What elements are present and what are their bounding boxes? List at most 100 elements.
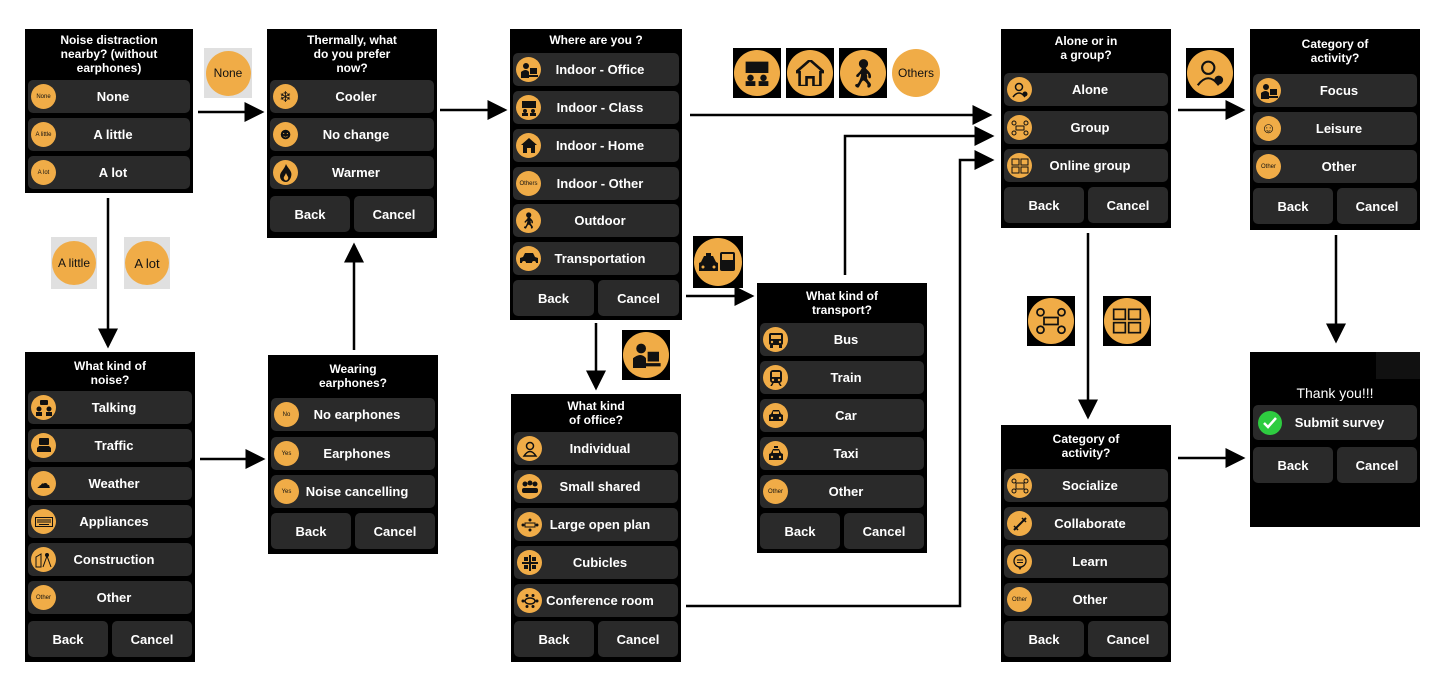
option-label: A lot bbox=[98, 165, 128, 180]
back-button[interactable]: Back bbox=[1253, 447, 1333, 483]
option-indoor-office[interactable]: Indoor - Office bbox=[513, 53, 679, 86]
weather-icon: ☁ bbox=[31, 471, 56, 496]
option-label: Outdoor bbox=[574, 213, 626, 228]
cancel-button[interactable]: Cancel bbox=[1337, 188, 1417, 224]
option-label: No earphones bbox=[313, 407, 401, 422]
option-online-group[interactable]: Online group bbox=[1004, 149, 1168, 182]
option-label: Leisure bbox=[1315, 121, 1363, 136]
option-label: Focus bbox=[1319, 83, 1359, 98]
option-label: Talking bbox=[91, 400, 137, 415]
submit-survey-button[interactable]: Submit survey bbox=[1253, 405, 1417, 440]
option-train[interactable]: Train bbox=[760, 361, 924, 394]
walking-icon: 🚶︎ bbox=[840, 50, 886, 96]
option-label: Indoor - Home bbox=[555, 138, 645, 153]
corner-patch bbox=[1376, 352, 1420, 379]
screen-where-are-you: Where are you ? Indoor - Office Indoor -… bbox=[510, 29, 682, 320]
online-group-icon bbox=[1104, 298, 1150, 344]
back-button[interactable]: Back bbox=[1004, 187, 1084, 223]
option-indoor-other[interactable]: Others Indoor - Other bbox=[513, 167, 679, 200]
option-taxi[interactable]: Taxi bbox=[760, 437, 924, 470]
back-button[interactable]: Back bbox=[28, 621, 108, 657]
option-bus[interactable]: Bus bbox=[760, 323, 924, 356]
option-label: Train bbox=[830, 370, 862, 385]
cancel-button[interactable]: Cancel bbox=[354, 196, 434, 232]
option-noise-cancelling[interactable]: Yes Noise cancelling bbox=[271, 475, 435, 508]
cancel-button[interactable]: Cancel bbox=[1088, 621, 1168, 657]
option-transportation[interactable]: Transportation bbox=[513, 242, 679, 275]
option-traffic[interactable]: Traffic bbox=[28, 429, 192, 462]
option-construction[interactable]: Construction bbox=[28, 543, 192, 576]
option-cooler[interactable]: ❄ Cooler bbox=[270, 80, 434, 113]
cancel-button[interactable]: Cancel bbox=[598, 280, 679, 316]
option-learn[interactable]: Learn bbox=[1004, 545, 1168, 578]
back-button[interactable]: Back bbox=[270, 196, 350, 232]
check-icon bbox=[1258, 410, 1282, 435]
option-leisure[interactable]: ☺ Leisure bbox=[1253, 112, 1417, 145]
option-car[interactable]: Car bbox=[760, 399, 924, 432]
cancel-button[interactable]: Cancel bbox=[112, 621, 192, 657]
option-indoor-home[interactable]: Indoor - Home bbox=[513, 129, 679, 162]
cancel-button[interactable]: Cancel bbox=[1088, 187, 1168, 223]
back-button[interactable]: Back bbox=[514, 621, 594, 657]
badge-office bbox=[622, 330, 670, 380]
option-label: Learn bbox=[1072, 554, 1108, 569]
option-label: Traffic bbox=[94, 438, 134, 453]
option-individual[interactable]: Individual bbox=[514, 432, 678, 465]
option-label: Bus bbox=[833, 332, 859, 347]
option-socialize[interactable]: Socialize bbox=[1004, 469, 1168, 502]
option-outdoor[interactable]: 🚶︎ Outdoor bbox=[513, 204, 679, 237]
car-icon bbox=[763, 403, 788, 428]
option-focus[interactable]: Focus bbox=[1253, 74, 1417, 107]
cancel-button[interactable]: Cancel bbox=[598, 621, 678, 657]
option-a-little[interactable]: A little A little bbox=[28, 118, 190, 151]
flame-icon bbox=[273, 160, 298, 185]
option-no-change[interactable]: ☻ No change bbox=[270, 118, 434, 151]
option-other[interactable]: Other Other bbox=[28, 581, 192, 614]
back-button[interactable]: Back bbox=[1004, 621, 1084, 657]
back-button[interactable]: Back bbox=[760, 513, 840, 549]
construction-icon bbox=[31, 547, 56, 572]
option-label: None bbox=[96, 89, 130, 104]
option-small-shared[interactable]: Small shared bbox=[514, 470, 678, 503]
option-conference-room[interactable]: Conference room bbox=[514, 584, 678, 617]
option-a-lot[interactable]: A lot A lot bbox=[28, 156, 190, 189]
option-indoor-class[interactable]: Indoor - Class bbox=[513, 91, 679, 124]
cancel-button[interactable]: Cancel bbox=[1337, 447, 1417, 483]
option-alone[interactable]: Alone bbox=[1004, 73, 1168, 106]
class-icon bbox=[516, 95, 541, 120]
option-other[interactable]: Other Other bbox=[1004, 583, 1168, 616]
group-icon bbox=[1007, 115, 1032, 140]
screen-wearing-earphones: Wearing earphones? No No earphones Yes E… bbox=[268, 355, 438, 554]
cancel-button[interactable]: Cancel bbox=[355, 513, 435, 549]
option-label: Car bbox=[835, 408, 857, 423]
option-collaborate[interactable]: Collaborate bbox=[1004, 507, 1168, 540]
option-no-earphones[interactable]: No No earphones bbox=[271, 398, 435, 431]
small-shared-icon bbox=[517, 474, 542, 499]
back-button[interactable]: Back bbox=[271, 513, 351, 549]
option-talking[interactable]: Talking bbox=[28, 391, 192, 424]
other-icon: Other bbox=[31, 585, 56, 610]
screen-title: What kind of transport? bbox=[806, 289, 878, 317]
option-other[interactable]: Other Other bbox=[760, 475, 924, 508]
option-none[interactable]: None None bbox=[28, 80, 190, 113]
option-warmer[interactable]: Warmer bbox=[270, 156, 434, 189]
bus-icon bbox=[763, 327, 788, 352]
option-weather[interactable]: ☁ Weather bbox=[28, 467, 192, 500]
option-earphones[interactable]: Yes Earphones bbox=[271, 437, 435, 470]
badge-others-disc: Others bbox=[892, 49, 940, 97]
option-label: Indoor - Office bbox=[555, 62, 645, 77]
back-button[interactable]: Back bbox=[513, 280, 594, 316]
screen-title: What kind of noise? bbox=[74, 359, 146, 387]
option-other[interactable]: Other Other bbox=[1253, 150, 1417, 183]
person-icon bbox=[1187, 50, 1233, 96]
back-button[interactable]: Back bbox=[1253, 188, 1333, 224]
cancel-button[interactable]: Cancel bbox=[844, 513, 924, 549]
option-cubicles[interactable]: Cubicles bbox=[514, 546, 678, 579]
option-large-open-plan[interactable]: Large open plan bbox=[514, 508, 678, 541]
option-label: Collaborate bbox=[1054, 516, 1126, 531]
option-appliances[interactable]: Appliances bbox=[28, 505, 192, 538]
screen-title: Category of activity? bbox=[1301, 37, 1369, 65]
option-group[interactable]: Group bbox=[1004, 111, 1168, 144]
option-label: Conference room bbox=[546, 593, 654, 608]
screen-transport-kind: What kind of transport? Bus Train Car Ta… bbox=[757, 283, 927, 553]
